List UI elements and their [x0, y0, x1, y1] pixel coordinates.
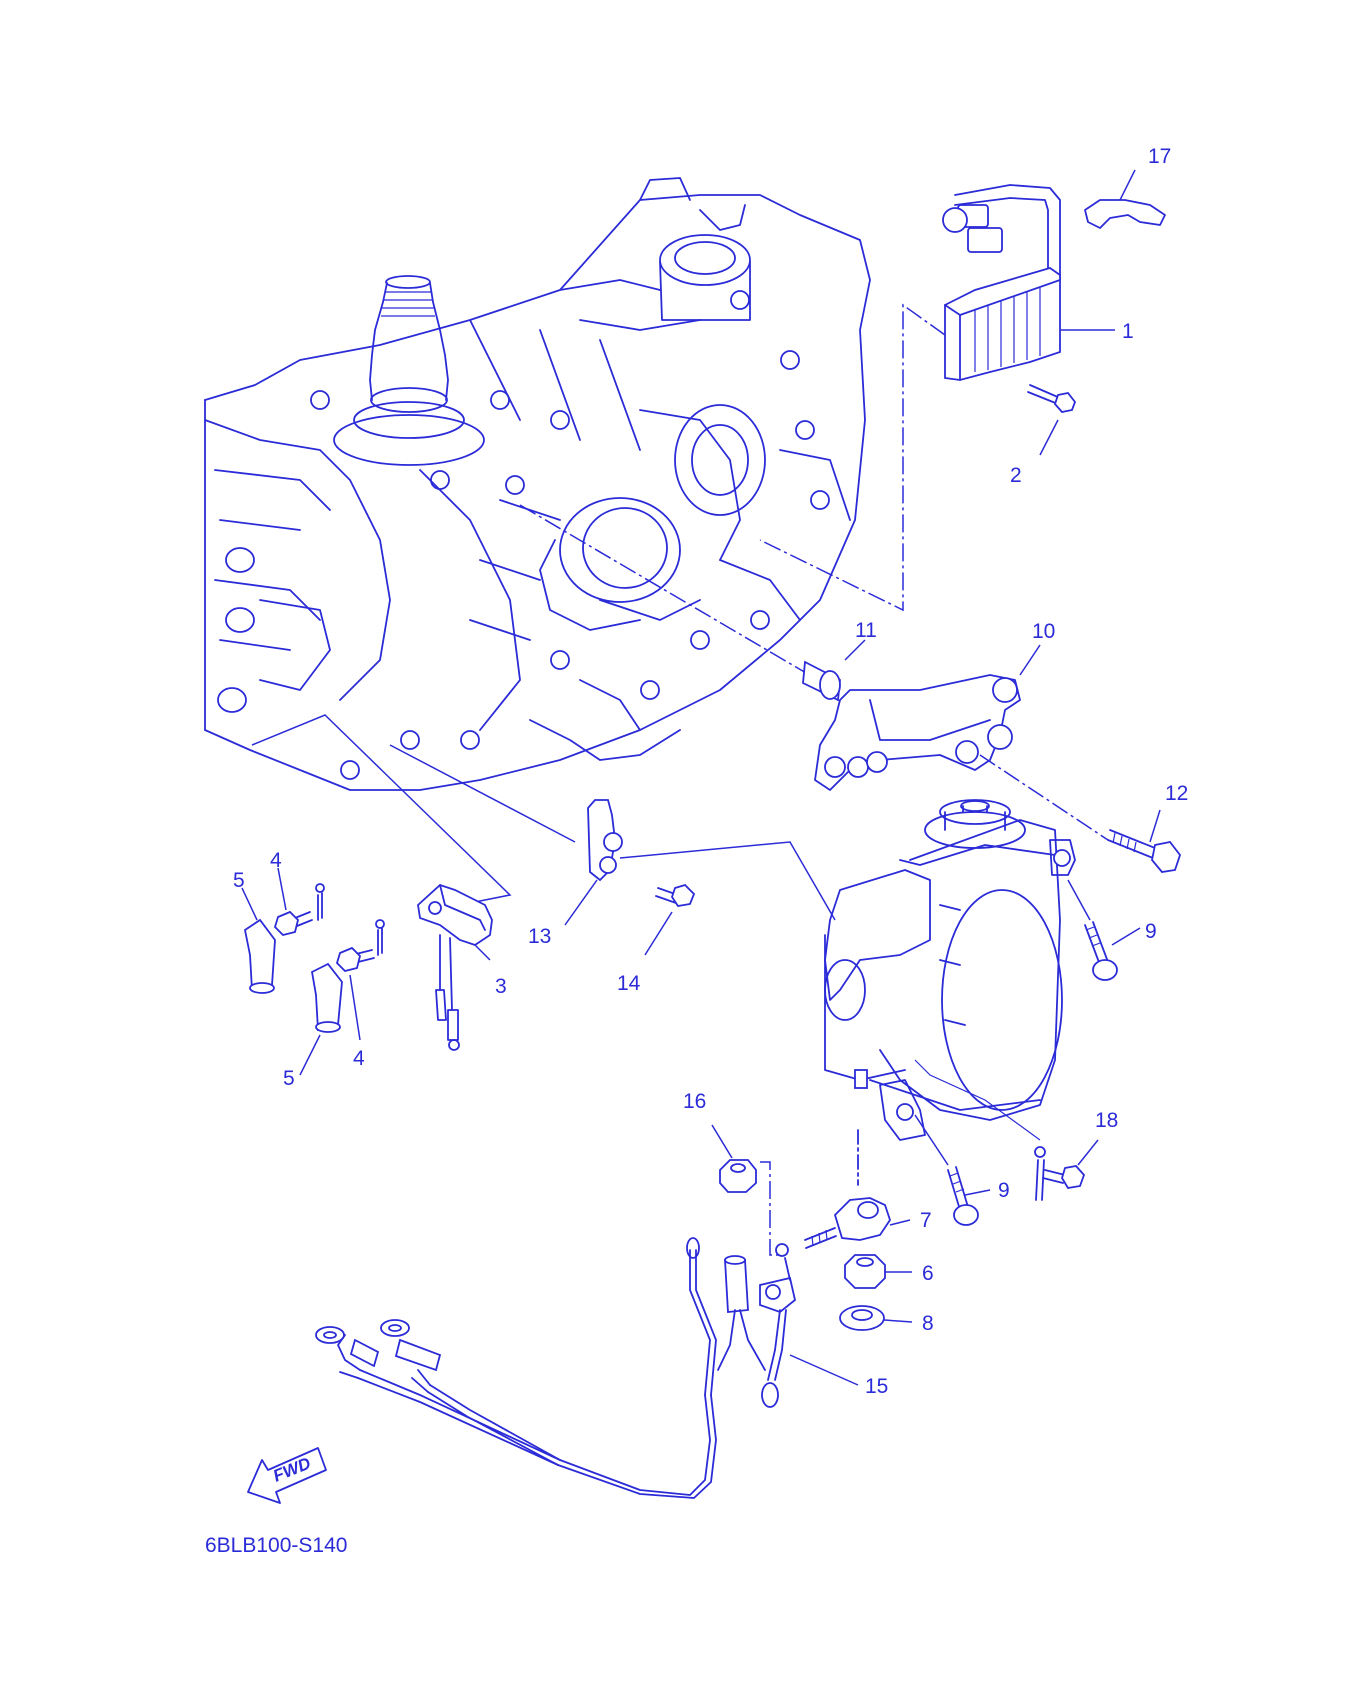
- battery-cable-15: [315, 1237, 859, 1499]
- starter-bracket-10: [814, 644, 1041, 791]
- plug-cap-5b: [299, 962, 343, 1076]
- callout-16: 16: [683, 1090, 706, 1113]
- engine-block: [204, 177, 871, 791]
- callout-13: 13: [528, 925, 551, 948]
- callout-6: 6: [922, 1262, 934, 1285]
- callout-10: 10: [1032, 620, 1055, 643]
- callout-9b: 9: [998, 1179, 1010, 1202]
- callout-15: 15: [865, 1375, 888, 1398]
- forward-direction-arrow: FWD: [247, 1447, 327, 1504]
- diagram-code: 6BLB100-S140: [205, 1534, 347, 1557]
- callout-7: 7: [920, 1209, 932, 1232]
- starter-motor: [824, 799, 1076, 1141]
- washer-8: [839, 1305, 913, 1331]
- assembly-line-1: [759, 303, 946, 612]
- bolt-14: [644, 883, 696, 956]
- bolt-12: [1107, 809, 1182, 873]
- bracket-13: [564, 799, 623, 926]
- ignition-coil-3: [417, 883, 493, 1051]
- callout-2: 2: [1010, 464, 1022, 487]
- bolt-4b: [335, 946, 375, 1041]
- bolt-2: [1027, 384, 1077, 456]
- callout-9a: 9: [1145, 920, 1157, 943]
- callout-12: 12: [1165, 782, 1188, 805]
- fwd-label: FWD: [270, 1454, 313, 1486]
- callout-1: 1: [1122, 320, 1134, 343]
- callout-3: 3: [495, 975, 507, 998]
- crankshaft-stub: [333, 275, 485, 466]
- assembly-line-11: [519, 504, 819, 681]
- terminal-connectors: [315, 883, 385, 956]
- bolt-9a: [1067, 879, 1141, 981]
- plug-cap-5a: [241, 887, 276, 994]
- assembly-line-3: [251, 714, 512, 906]
- wire-harness-17: [942, 169, 1166, 293]
- assembly-line-13b: [389, 744, 576, 843]
- assembly-line-12: [979, 754, 1109, 841]
- callout-17: 17: [1148, 145, 1171, 168]
- rectifier-regulator-1: [944, 267, 1115, 381]
- callout-4b: 4: [353, 1047, 365, 1070]
- bolt-18: [1034, 1139, 1099, 1201]
- callout-5a: 5: [233, 869, 245, 892]
- terminal-7: [804, 1129, 911, 1249]
- callout-8: 8: [922, 1312, 934, 1335]
- callout-11: 11: [855, 619, 877, 642]
- callout-14: 14: [617, 972, 641, 995]
- bolt-4a: [273, 867, 313, 936]
- callout-4a: 4: [270, 849, 282, 872]
- nut-6: [844, 1254, 912, 1289]
- callout-18: 18: [1095, 1109, 1118, 1132]
- collar-11: [802, 639, 866, 702]
- callout-5b: 5: [283, 1067, 295, 1090]
- nut-16: [711, 1124, 780, 1256]
- bolt-9b: [914, 1114, 991, 1226]
- assembly-line-13: [619, 841, 836, 921]
